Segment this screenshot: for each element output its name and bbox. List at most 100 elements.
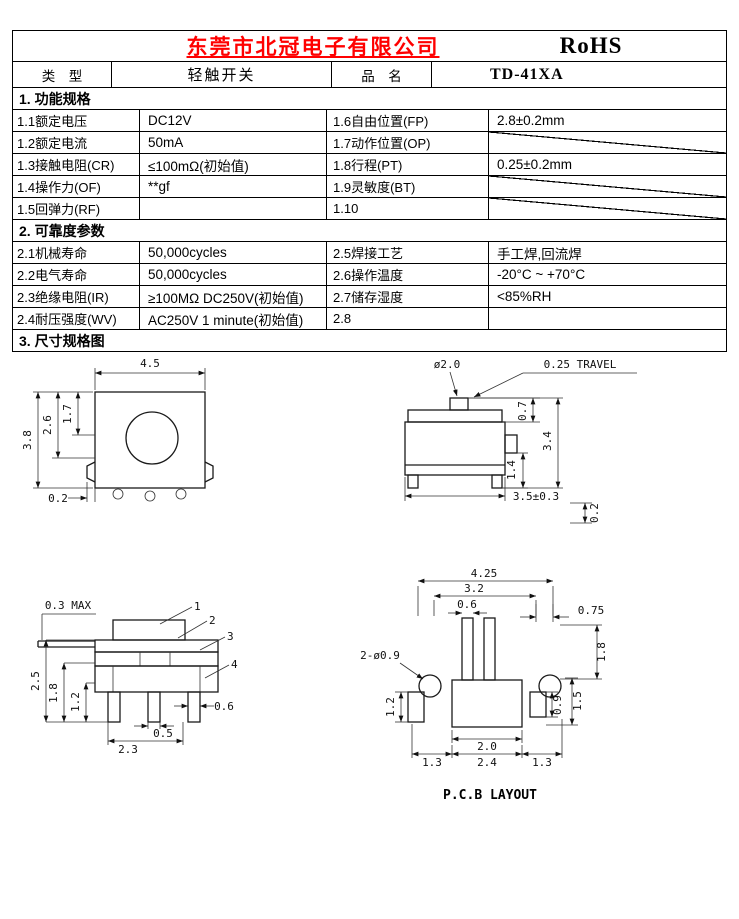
spec-value: 手工焊,回流焊 [488,242,726,263]
spec-value: 0.25±0.2mm [488,154,726,175]
spec-value: 50,000cycles [139,242,326,263]
dim-label: 0.6 [214,700,234,713]
header-row: 东莞市北冠电子有限公司 RoHS [13,31,726,61]
dim-label: 2.5 [29,671,42,691]
spec-label: 1.2额定电流 [17,136,88,151]
section2-title: 2. 可靠度参数 [19,222,105,239]
dim-label: 1.3 [532,756,552,769]
dim-label: 0.5 [153,727,173,740]
dim-label: 2.4 [477,756,497,769]
dim-label: 2.3 [118,743,138,756]
dim-label: 0.9 [551,695,564,715]
callout-label: 4 [231,658,238,671]
dim-label: 3.4 [541,431,554,451]
spec-label: 2.2电气寿命 [17,268,88,283]
dim-label: ø2.0 [434,358,461,371]
spec-label: 1.7动作位置(OP) [326,132,488,153]
spec-table: 东莞市北冠电子有限公司 RoHS 类 型 轻触开关 品 名 TD-41XA 1.… [12,30,727,352]
dim-label: 1.3 [422,756,442,769]
section3-header: 3. 尺寸规格图 [13,329,726,351]
spec-value-empty [488,198,726,219]
spec-value: 50mA [139,132,326,153]
spec-value: **gf [139,176,326,197]
spec-value: 2.8±0.2mm [488,110,726,131]
section3-title: 3. 尺寸规格图 [19,332,105,349]
product-name-label: 品 名 [331,62,431,87]
spec-label: 1.5回弹力(RF) [17,202,101,217]
top-view-drawing: 4.5 3.8 2.6 1.7 0.2 [21,357,214,505]
section2-header: 2. 可靠度参数 [13,219,726,241]
spec-value-empty [488,132,726,153]
company-name: 东莞市北冠电子有限公司 [186,36,440,59]
spec-label: 2.6操作温度 [326,264,488,285]
spec-label: 2.1机械寿命 [17,246,88,261]
spec-label: 2.4耐压强度(WV) [17,312,117,327]
spec-value-empty [488,308,726,329]
front-view-drawing: 1 2 3 4 0.3 MAX 2.5 1.8 1.2 0.6 [29,599,238,756]
spec-label: 1.10 [326,198,488,219]
table-row: 1.2额定电流 50mA 1.7动作位置(OP) [13,131,726,153]
spec-label: 2.7储存湿度 [326,286,488,307]
title-row: 类 型 轻触开关 品 名 TD-41XA [13,61,726,87]
table-row: 2.3绝缘电阻(IR) ≥100MΩ DC250V(初始值) 2.7储存湿度 <… [13,285,726,307]
table-row: 2.4耐压强度(WV) AC250V 1 minute(初始值) 2.8 [13,307,726,329]
dim-label: 3.5±0.3 [513,490,559,503]
spec-value: ≥100MΩ DC250V(初始值) [139,286,326,307]
dim-label: 1.2 [69,692,82,712]
callout-label: 2 [209,614,216,627]
table-row: 1.4操作力(OF) **gf 1.9灵敏度(BT) [13,175,726,197]
dim-label: 1.8 [47,683,60,703]
dim-label: 0.25 TRAVEL [544,358,617,371]
dim-label: 0.2 [588,503,601,523]
rohs-label: RoHS [559,33,623,58]
dim-label: 1.7 [61,404,74,424]
spec-value: <85%RH [488,286,726,307]
spec-value: AC250V 1 minute(初始值) [139,308,326,329]
spec-label: 1.6自由位置(FP) [326,110,488,131]
callout-label: 1 [194,600,201,613]
spec-value [139,198,326,219]
spec-label: 1.8行程(PT) [326,154,488,175]
dim-label: 2.0 [477,740,497,753]
table-row: 2.2电气寿命 50,000cycles 2.6操作温度 -20°C ~ +70… [13,263,726,285]
type-label: 类 型 [41,68,83,84]
dim-label: 2-ø0.9 [360,649,400,662]
callout-label: 3 [227,630,234,643]
dim-label: 0.75 [578,604,605,617]
dim-label: 0.2 [48,492,68,505]
spec-label: 1.9灵敏度(BT) [326,176,488,197]
spec-label: 2.5焊接工艺 [326,242,488,263]
table-row: 1.5回弹力(RF) 1.10 [13,197,726,219]
dim-label: 2.6 [41,415,54,435]
dim-label: 0.7 [516,401,529,421]
spec-label: 2.3绝缘电阻(IR) [17,290,109,305]
product-code: TD-41XA [431,62,726,87]
table-row: 1.3接触电阻(CR) ≤100mΩ(初始值) 1.8行程(PT) 0.25±0… [13,153,726,175]
dim-label: 4.5 [140,357,160,370]
dim-label: 4.25 [471,567,498,580]
dim-label: 1.4 [505,460,518,480]
section1-title: 1. 功能规格 [19,90,91,107]
spec-label: 1.1额定电压 [17,114,88,129]
spec-label: 1.3接触电阻(CR) [17,158,115,173]
pcb-layout-drawing: 4.25 3.2 0.6 0.75 1.8 2-ø0.9 [360,567,608,803]
spec-label: 1.4操作力(OF) [17,180,101,195]
dim-label: 0.3 MAX [45,599,92,612]
dim-label: 3.2 [464,582,484,595]
spec-value-empty [488,176,726,197]
spec-value: DC12V [139,110,326,131]
section1-header: 1. 功能规格 [13,87,726,109]
dim-label: 1.2 [384,697,397,717]
spec-value: 50,000cycles [139,264,326,285]
pcb-layout-title: P.C.B LAYOUT [443,788,537,803]
spec-value: ≤100mΩ(初始值) [139,154,326,175]
type-value: 轻触开关 [111,62,331,87]
table-row: 1.1额定电压 DC12V 1.6自由位置(FP) 2.8±0.2mm [13,109,726,131]
dim-label: 1.5 [571,691,584,711]
table-row: 2.1机械寿命 50,000cycles 2.5焊接工艺 手工焊,回流焊 [13,241,726,263]
spec-value: -20°C ~ +70°C [488,264,726,285]
side-view-drawing: ø2.0 0.25 TRAVEL 0.7 1.4 3.4 3.5±0.3 [404,358,637,524]
dim-label: 3.8 [21,430,34,450]
dim-label: 1.8 [595,642,608,662]
